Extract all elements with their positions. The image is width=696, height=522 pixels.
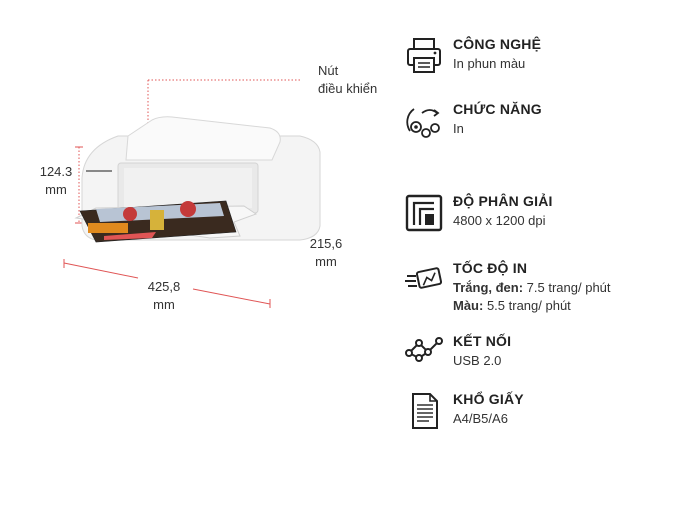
width-value: 425,8 [147,279,181,294]
spec-value: In phun màu [453,56,526,71]
spec-function: CHỨC NĂNG In [404,101,684,157]
photo-figure [150,210,164,230]
gears-icon [406,108,440,138]
spec-value: USB 2.0 [453,353,502,368]
width-dimension-line [63,262,139,279]
printer-diagram: Nút điều khiển 124.3 mm 215,6 mm 425,8 m… [34,62,378,314]
speed-bw-value: 7.5 trang/ phút [523,280,611,295]
height-unit: mm [45,182,67,197]
connection-icon [405,337,443,362]
spec-title: KẾT NỐI [453,333,512,349]
callout-line1: Nút [318,63,339,78]
spec-connection: KẾT NỐI USB 2.0 [404,333,684,389]
photo-text-block [88,223,128,233]
spec-technology: CÔNG NGHỆ In phun màu [404,36,684,92]
spec-title: KHỔ GIẤY [453,391,524,407]
depth-value: 215,6 [309,236,343,251]
spec-title: ĐỘ PHÂN GIẢI [453,193,553,209]
spec-title: TỐC ĐỘ IN [453,260,528,276]
height-label: 124.3 mm [34,163,78,199]
spec-title: CHỨC NĂNG [453,101,542,117]
spec-value: In [453,121,464,136]
spec-value: A4/B5/A6 [453,411,508,426]
speed-color-value: 5.5 trang/ phút [483,298,571,313]
speed-icon [405,267,443,289]
control-button-callout: Nút điều khiển [318,62,377,98]
photo-flowers [180,201,196,217]
callout-line2: điều khiển [318,81,378,96]
spec-title: CÔNG NGHỆ [453,36,542,52]
spec-print-speed: TỐC ĐỘ IN Trắng, đen: 7.5 trang/ phút Mà… [404,260,684,320]
resolution-icon [405,194,443,232]
width-unit: mm [153,297,175,312]
spec-resolution: ĐỘ PHÂN GIẢI 4800 x 1200 dpi [404,193,684,249]
depth-label: 215,6 mm [304,235,348,271]
printer-illustration [63,79,321,308]
speed-line-bw: Trắng, đen: 7.5 trang/ phút [453,280,611,295]
width-dimension-line [192,288,271,305]
speed-bw-label: Trắng, đen: [453,280,524,295]
speed-color-label: Màu: [453,298,484,313]
height-value: 124.3 [39,164,73,179]
speed-line-color: Màu: 5.5 trang/ phút [453,298,571,313]
depth-unit: mm [315,254,337,269]
brand-label [86,170,112,172]
printer-top-cover [125,116,281,161]
spec-paper-size: KHỔ GIẤY A4/B5/A6 [404,391,684,447]
paper-guide [104,232,156,240]
spec-value: 4800 x 1200 dpi [453,213,546,228]
photo-flowers [123,207,137,221]
paper-icon [412,393,438,429]
printer-icon [407,38,441,73]
width-label: 425,8 mm [140,278,188,314]
